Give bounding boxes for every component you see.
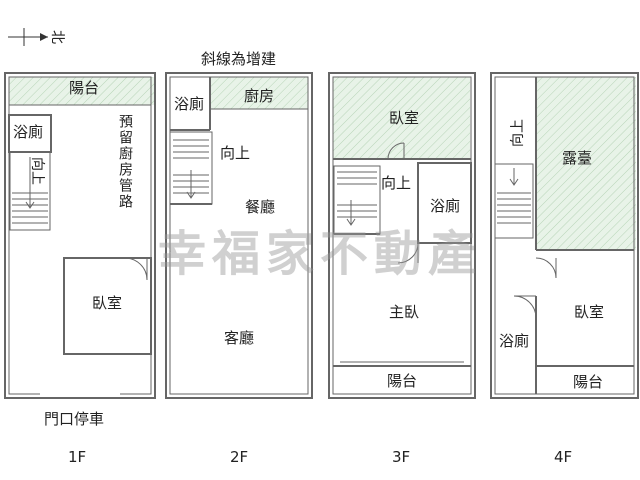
compass-north-label: 北 bbox=[49, 30, 65, 44]
3f-master-bedroom-label: 主臥 bbox=[389, 303, 420, 321]
3f-bedroom-label: 臥室 bbox=[389, 109, 420, 127]
1f-reserved-kitchen-pipe-label: 預留廚房管路 bbox=[117, 114, 133, 210]
4f-balcony-label: 陽台 bbox=[573, 373, 604, 391]
1f-bedroom-label: 臥室 bbox=[92, 294, 123, 312]
floor-4f-plan bbox=[490, 72, 639, 399]
2f-kitchen-label: 廚房 bbox=[244, 87, 275, 105]
floor-2f-plan bbox=[165, 72, 313, 399]
4f-terrace-label: 露臺 bbox=[562, 149, 593, 167]
1f-balcony-label: 陽台 bbox=[69, 79, 100, 97]
2f-living-label: 客廳 bbox=[224, 329, 255, 347]
floor-3f-plan bbox=[328, 72, 476, 399]
floor-1f-plan bbox=[4, 72, 156, 399]
4f-stair-up-label: 向上 bbox=[510, 119, 526, 147]
north-arrow-icon bbox=[8, 28, 48, 46]
floor-label-2f: 2F bbox=[230, 448, 249, 466]
1f-stair-up-label: 向上 bbox=[29, 157, 45, 185]
addition-note: 斜線為增建 bbox=[201, 50, 277, 68]
4f-bedroom-label: 臥室 bbox=[574, 303, 605, 321]
2f-stair-up-label: 向上 bbox=[220, 144, 251, 162]
floor-label-4f: 4F bbox=[554, 448, 573, 466]
2f-bath-label: 浴廁 bbox=[174, 95, 205, 113]
floor-label-1f: 1F bbox=[68, 448, 87, 466]
2f-dining-label: 餐廳 bbox=[245, 198, 276, 216]
floor-label-3f: 3F bbox=[392, 448, 411, 466]
3f-balcony-label: 陽台 bbox=[387, 372, 418, 390]
1f-bath-label: 浴廁 bbox=[13, 123, 44, 141]
watermark: 幸福家不動產 bbox=[158, 226, 483, 282]
1f-parking-label: 門口停車 bbox=[44, 410, 105, 428]
3f-bath-label: 浴廁 bbox=[430, 197, 461, 215]
3f-stair-up-label: 向上 bbox=[381, 174, 412, 192]
4f-bath-label: 浴廁 bbox=[499, 332, 530, 350]
